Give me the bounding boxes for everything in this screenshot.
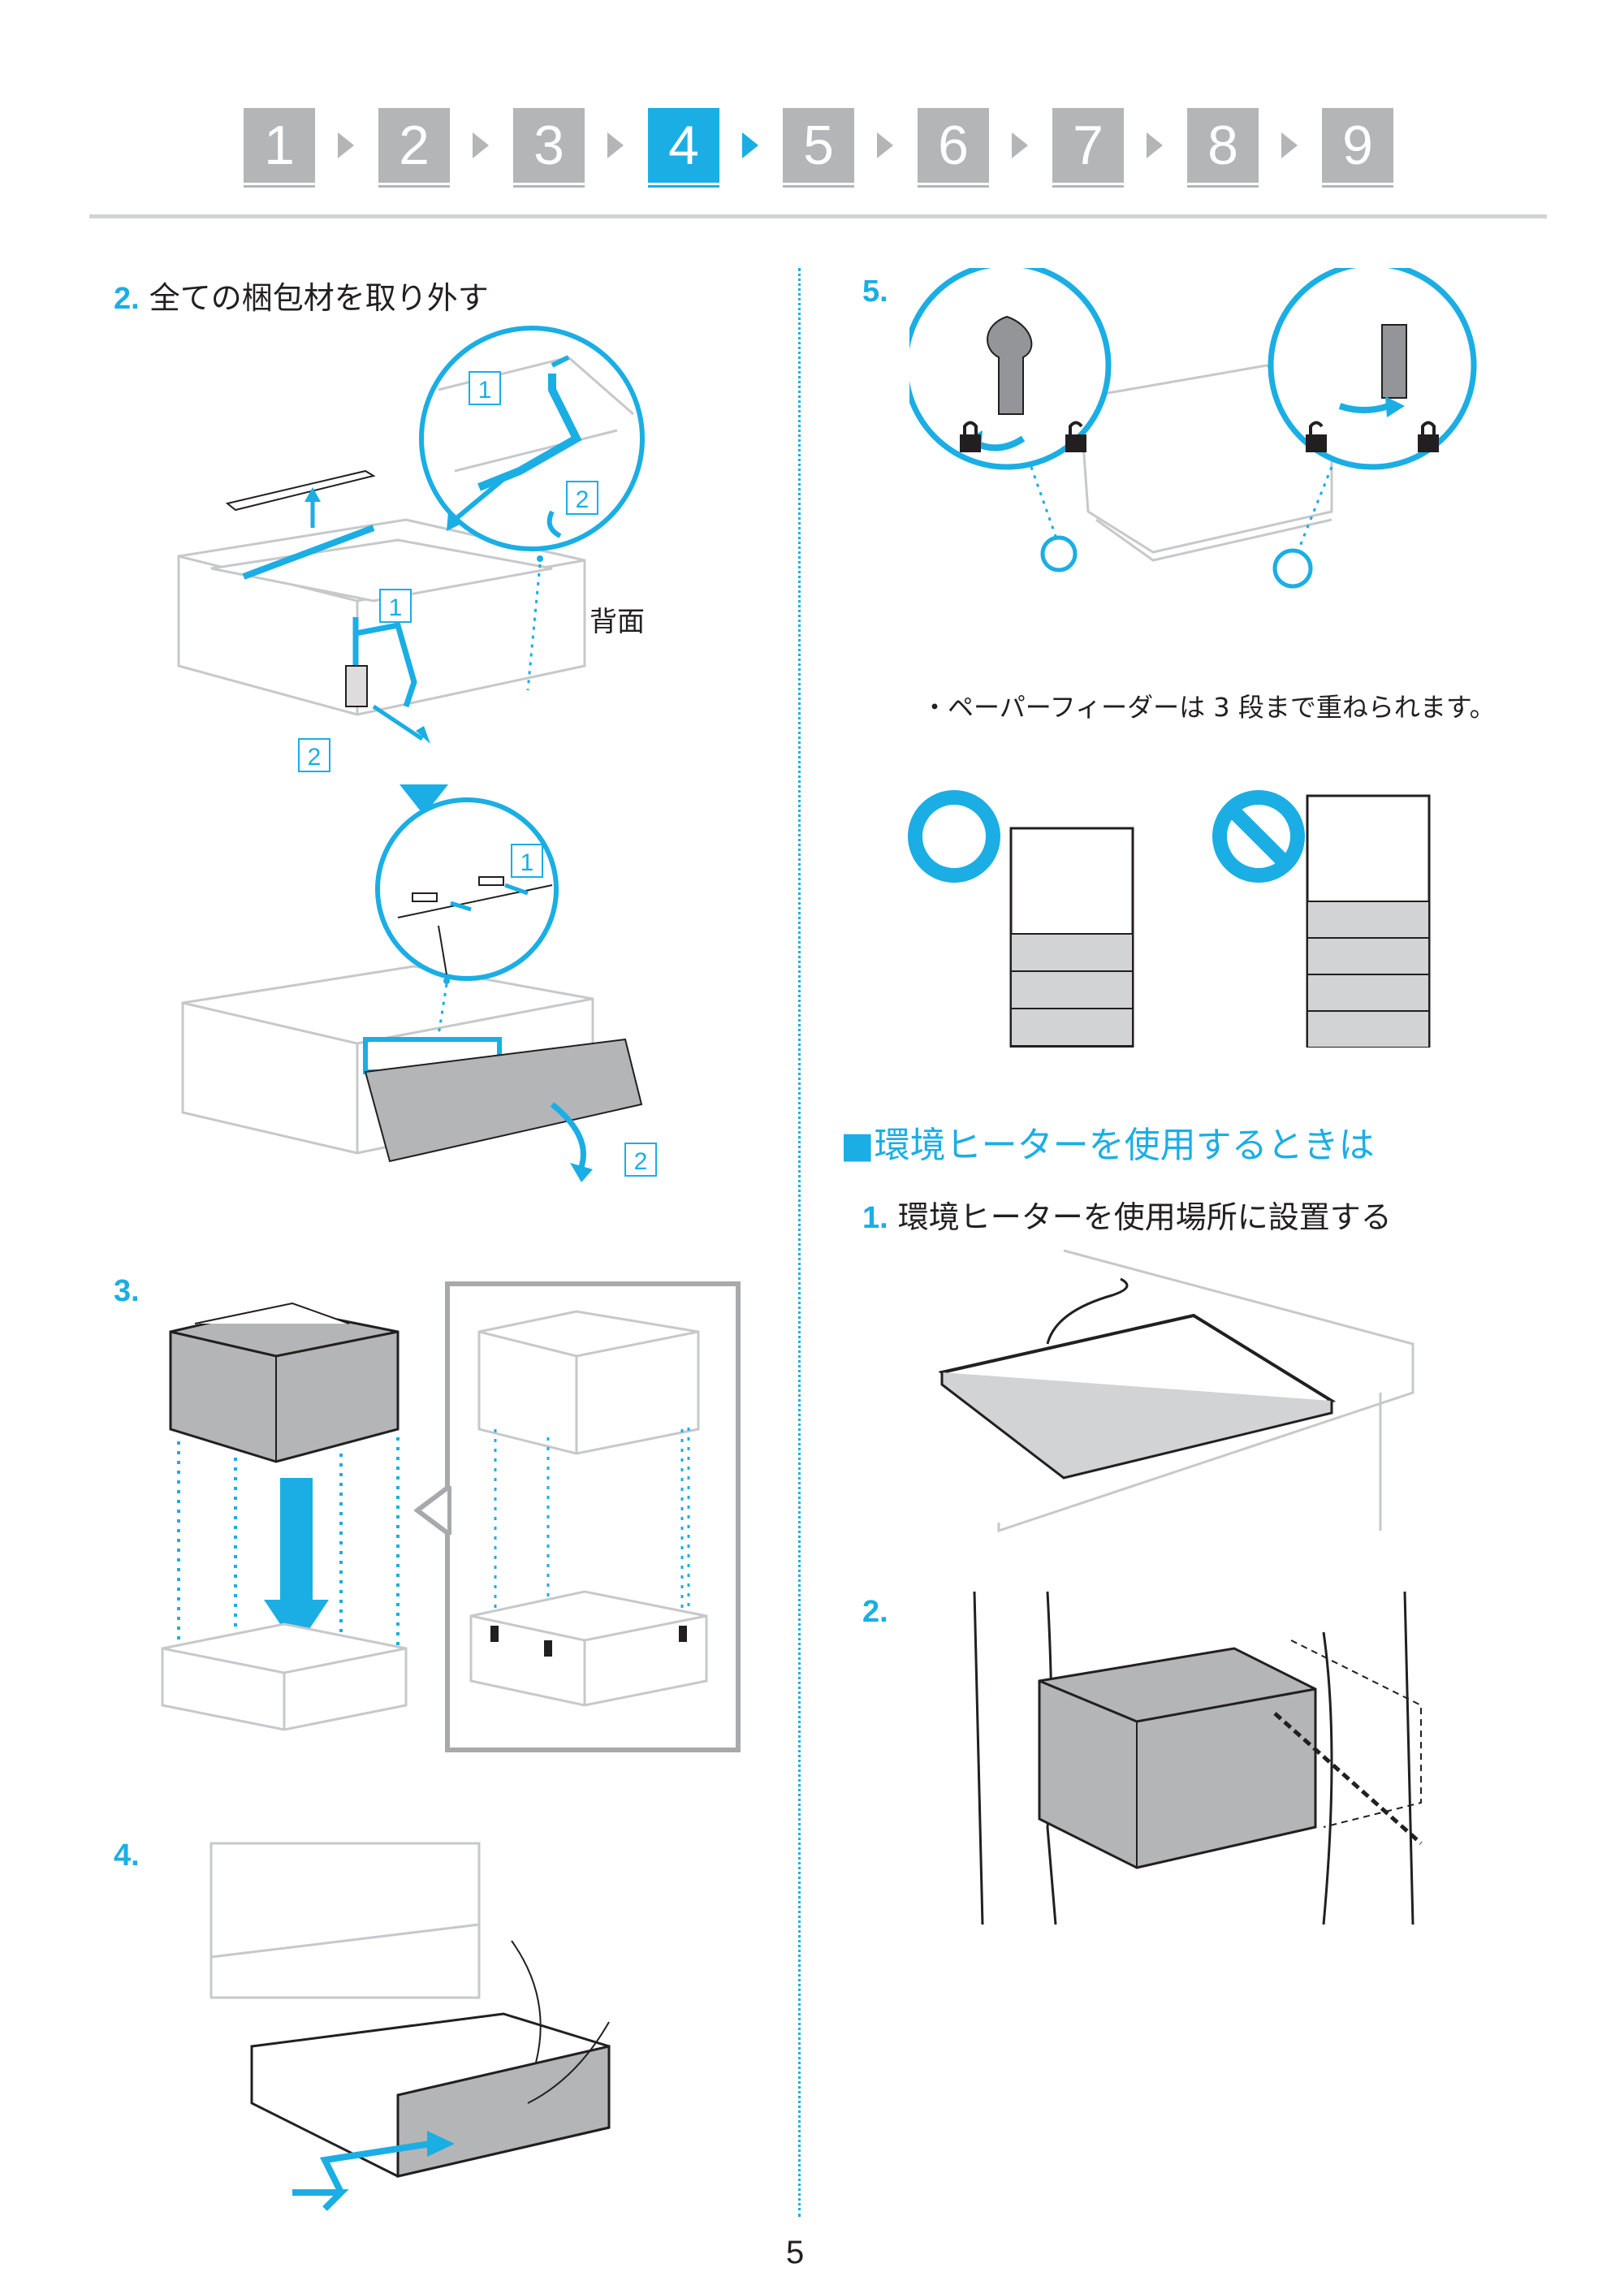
- callout-box-2c: 2: [624, 1143, 657, 1177]
- step-5-underline: [783, 185, 854, 188]
- heater-placement-illustration: [938, 1249, 1415, 1533]
- step-9: 9: [1322, 108, 1393, 183]
- remove-packing-illustration-2: 1 2: [181, 797, 657, 1182]
- printer-on-feeder-illustration: [161, 1302, 408, 1731]
- step-8-underline: [1187, 185, 1259, 188]
- heater-step2-number: 2.: [862, 1595, 888, 1629]
- prohibited-icon: [1212, 790, 1305, 883]
- remove-packing-illustration-1: 1 2 1 2: [177, 326, 645, 772]
- chevron-right-icon: [473, 132, 489, 158]
- page-number: 5: [786, 2235, 805, 2270]
- heater-step2-heading: 2.: [862, 1593, 888, 1630]
- heater-step1-number: 1.: [862, 1201, 888, 1235]
- heater-step1-heading: 1. 環境ヒーターを使用場所に設置する: [862, 1192, 1392, 1237]
- step5-number: 5.: [862, 274, 888, 309]
- chevron-right-icon: [877, 132, 893, 158]
- step-4-current: 4: [648, 108, 719, 183]
- svg-text:1: 1: [389, 594, 403, 621]
- step4-heading: 4.: [114, 1837, 140, 1873]
- lock-closed-icon: [960, 421, 981, 452]
- stack-limit-illustration: [908, 790, 1431, 1048]
- step3-number: 3.: [114, 1274, 140, 1308]
- lock-illustration: [909, 268, 1477, 589]
- step3-heading: 3.: [114, 1272, 140, 1309]
- header-divider: [89, 214, 1547, 218]
- arrow-down-icon: [400, 784, 448, 815]
- step-1: 1: [244, 108, 315, 183]
- bullet: ・: [922, 692, 948, 723]
- column-divider: [798, 268, 801, 2217]
- step-7: 7: [1052, 108, 1124, 183]
- capacity-note: ・ペーパーフィーダーは 3 段まで重ねられます。: [922, 689, 1532, 726]
- step-6: 6: [918, 108, 989, 183]
- callout-1-label: 1: [478, 377, 492, 404]
- svg-text:1: 1: [520, 849, 534, 876]
- step-2-underline: [378, 185, 450, 188]
- step-1-underline: [244, 185, 315, 188]
- chevron-right-icon: [1012, 132, 1028, 158]
- callout-pointer: [414, 1486, 451, 1535]
- chevron-right-icon: [1281, 132, 1298, 158]
- step-2: 2: [378, 108, 450, 183]
- lock-open-icon: [1065, 421, 1086, 452]
- step2-number: 2.: [114, 282, 140, 316]
- step-3: 3: [513, 108, 585, 183]
- pull-out-cassette-illustration: [209, 1842, 611, 2211]
- callout-box-1c: 1: [511, 844, 543, 878]
- svg-text:2: 2: [634, 1148, 648, 1175]
- step2-text: 全ての梱包材を取り外す: [149, 280, 489, 316]
- step-9-underline: [1322, 185, 1393, 188]
- step-7-underline: [1052, 185, 1124, 188]
- step-5: 5: [783, 108, 854, 183]
- callout-box-2: 2: [566, 481, 598, 515]
- lock-open-icon: [1306, 421, 1327, 452]
- chevron-right-icon: [607, 132, 624, 158]
- chevron-right-icon: [742, 132, 758, 158]
- step-3-underline: [513, 185, 585, 188]
- capacity-note-text: ペーパーフィーダーは 3 段まで重ねられます。: [948, 692, 1496, 723]
- step5-heading: 5.: [862, 273, 888, 309]
- heater-step1-text: 環境ヒーターを使用場所に設置する: [897, 1199, 1392, 1235]
- lift-printer-illustration: [973, 1591, 1423, 1925]
- svg-text:2: 2: [308, 744, 322, 771]
- step4-number: 4.: [114, 1838, 140, 1873]
- callout-box-2b: 2: [298, 738, 330, 772]
- callout-2-label: 2: [576, 486, 590, 513]
- ok-circle-icon: [908, 790, 1000, 883]
- callout-box-1b: 1: [379, 589, 412, 623]
- alignment-pins-illustration: [469, 1310, 708, 1707]
- step-8: 8: [1187, 108, 1259, 183]
- back-side-label: 背面: [590, 606, 645, 638]
- callout-box-1: 1: [469, 371, 501, 405]
- chevron-right-icon: [338, 132, 354, 158]
- chevron-right-icon: [1147, 132, 1163, 158]
- section-heater-title: ■環境ヒーターを使用するときは: [840, 1125, 1375, 1166]
- lock-closed-icon: [1418, 421, 1439, 452]
- step-6-underline: [918, 185, 989, 188]
- step-4-underline: [648, 185, 719, 188]
- step2-heading: 2. 全ての梱包材を取り外す: [114, 273, 489, 318]
